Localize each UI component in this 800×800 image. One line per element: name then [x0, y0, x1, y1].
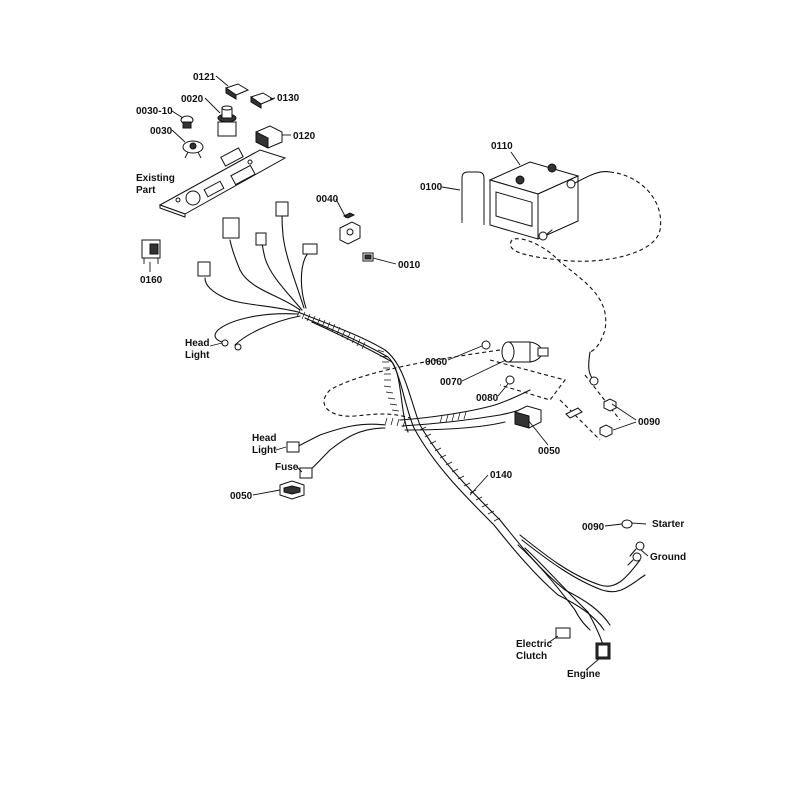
label-electric-clutch-line2: Clutch	[516, 651, 547, 662]
part-0040	[339, 212, 361, 245]
part-0100-holddown	[461, 171, 485, 225]
label-0130: 0130	[277, 93, 300, 104]
label-head-light-bottom-line2: Light	[252, 445, 277, 456]
label-starter: Starter	[652, 519, 684, 530]
label-0090-a: 0090	[638, 417, 661, 428]
label-0030: 0030	[150, 126, 173, 137]
part-0130-cap	[249, 92, 275, 109]
lower-right-terminals	[621, 519, 645, 566]
label-0090-b: 0090	[582, 522, 605, 533]
part-0110-battery	[488, 161, 580, 240]
label-ground: Ground	[650, 552, 686, 563]
part-0120-relay	[255, 125, 283, 149]
label-existing-part: Existing Part	[136, 173, 178, 196]
label-head-light-top-line1: Head	[185, 338, 209, 349]
part-0160-connector	[141, 239, 161, 264]
label-0140: 0140	[490, 470, 513, 481]
harness-connectors-upper	[197, 201, 318, 351]
label-0010: 0010	[398, 260, 421, 271]
part-0050-switch-right	[514, 405, 542, 429]
lower-left-connectors	[279, 441, 313, 500]
part-0030-10-knob	[180, 115, 194, 129]
existing-part-panel	[158, 147, 287, 218]
label-existing-part-line1: Existing	[136, 173, 175, 184]
part-0020-switch	[217, 105, 237, 137]
label-0120: 0120	[293, 131, 316, 142]
label-0020: 0020	[181, 94, 204, 105]
label-0100: 0100	[420, 182, 443, 193]
label-engine: Engine	[567, 669, 601, 680]
label-0030-10: 0030-10	[136, 106, 173, 117]
label-existing-part-line2: Part	[136, 185, 156, 196]
label-0110: 0110	[491, 141, 513, 152]
label-0060: 0060	[425, 357, 448, 368]
label-0070: 0070	[440, 377, 463, 388]
part-0030-keyswitch	[182, 140, 204, 159]
label-head-light-top-line2: Light	[185, 350, 210, 361]
label-head-light-top: Head Light	[185, 338, 212, 361]
label-0121: 0121	[193, 72, 216, 83]
label-head-light-bottom: Head Light	[252, 433, 279, 456]
leader-lines	[149, 75, 649, 671]
part-0010-clip	[362, 252, 374, 262]
main-harness	[294, 309, 646, 646]
label-fuse: Fuse	[275, 462, 299, 473]
label-0080: 0080	[476, 393, 499, 404]
label-0040: 0040	[316, 194, 339, 205]
clutch-engine-connectors	[555, 627, 611, 660]
part-0090-nuts	[565, 398, 617, 438]
upper-branches	[204, 214, 316, 346]
part-solenoid	[481, 340, 566, 401]
label-0050-a: 0050	[538, 446, 561, 457]
label-head-light-bottom-line1: Head	[252, 433, 276, 444]
labels: 0121 0020 0130 0030-10 0030 0120 Existin…	[136, 72, 686, 680]
label-0050-b: 0050	[230, 491, 253, 502]
label-electric-clutch-line1: Electric	[516, 639, 553, 650]
part-0121-cap	[224, 83, 250, 100]
label-0160: 0160	[140, 275, 163, 286]
label-electric-clutch: Electric Clutch	[516, 639, 555, 662]
battery-cable-ends	[538, 171, 611, 386]
